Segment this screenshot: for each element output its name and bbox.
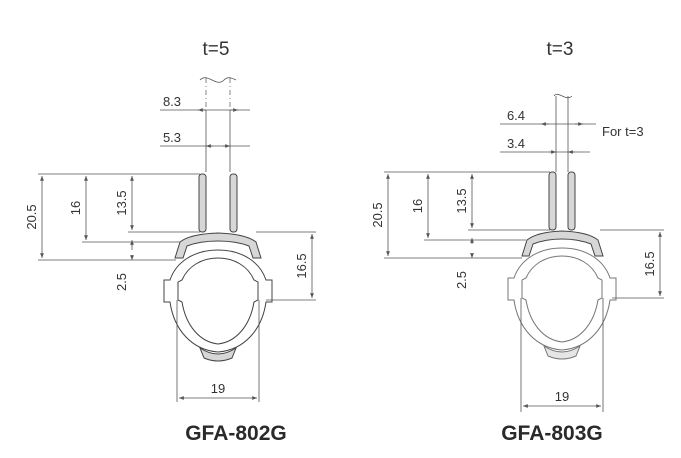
profile-drawing-gfa-802g: t=5 <box>24 39 316 445</box>
dim-slot-inner: 5.3 <box>163 130 181 145</box>
tube-profile <box>507 247 617 360</box>
dim-lip: 2.5 <box>114 273 129 291</box>
model-name: GFA-802G <box>185 422 287 445</box>
dim-lip: 2.5 <box>454 271 469 289</box>
dim-height-16: 16 <box>68 201 83 215</box>
dim-right-height: 16.5 <box>294 253 309 278</box>
model-name: GFA-803G <box>501 422 603 445</box>
thickness-label: t=3 <box>547 39 574 60</box>
thickness-note: For t=3 <box>602 124 644 139</box>
dimension-lines <box>38 108 316 402</box>
dim-slot-inner: 3.4 <box>507 136 525 151</box>
glass-panel <box>553 93 573 172</box>
thickness-label: t=5 <box>203 39 230 60</box>
dim-height-total: 20.5 <box>24 204 39 229</box>
dim-width: 19 <box>555 389 569 404</box>
gasket-section <box>521 171 604 257</box>
dim-width: 19 <box>211 381 225 396</box>
dimension-lines <box>384 122 664 412</box>
dim-right-height: 16.5 <box>642 251 657 276</box>
tube-profile <box>163 249 273 362</box>
dim-height-total: 20.5 <box>370 202 385 227</box>
gasket-section <box>174 173 262 259</box>
profile-drawing-gfa-803g: t=3 <box>370 39 664 445</box>
dim-height-13: 13.5 <box>114 190 129 215</box>
dim-slot-outer: 8.3 <box>163 94 181 109</box>
dim-height-13: 13.5 <box>454 188 469 213</box>
glass-panel <box>199 77 237 172</box>
dim-height-16: 16 <box>410 199 425 213</box>
dim-slot-outer: 6.4 <box>507 108 525 123</box>
